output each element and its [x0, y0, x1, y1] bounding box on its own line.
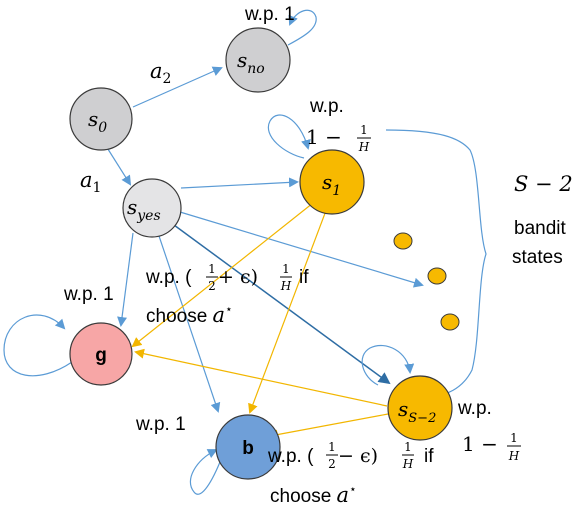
svg-text:sno: sno [237, 48, 265, 77]
svg-text:1: 1 [404, 440, 412, 454]
node-g-circle [69, 322, 133, 386]
svg-text:− ϵ): − ϵ) [338, 445, 378, 467]
edge-s0-sno [132, 66, 223, 108]
svg-text:2: 2 [328, 457, 336, 471]
label-bracket-count: S − 2 [514, 172, 573, 196]
edge-g-self [3, 314, 73, 377]
edge-s0-syes [105, 145, 132, 186]
svg-text:2: 2 [208, 279, 216, 293]
edge-syes-b [157, 232, 221, 413]
node-sno-circle [225, 27, 291, 93]
node-s1-label: s [322, 170, 332, 194]
node-syes-sub: yes [136, 208, 160, 224]
svg-text:1: 1 [360, 123, 368, 137]
label-prob-plus: w.p. ( 1 2 + ϵ) 1 H if choose a⋆ [145, 262, 309, 327]
edge-sS2-self [361, 344, 415, 386]
node-sS2-label: s [398, 397, 408, 421]
node-sno-sub: no [247, 61, 264, 77]
label-wp1-b: w.p. 1 [135, 414, 186, 435]
label-prob-s1: 1 − 1 H [306, 123, 371, 154]
node-b-label: b [242, 438, 254, 459]
node-s1: s1 [299, 149, 365, 215]
node-b-circle [215, 414, 281, 480]
svg-text:if: if [299, 267, 309, 288]
label-wp1-sno: w.p. 1 [244, 4, 295, 25]
bandit-bracket [385, 129, 487, 399]
svg-text:H: H [280, 279, 292, 293]
svg-text:w.p. (: w.p. ( [145, 267, 192, 288]
edge-s1-b [248, 207, 328, 414]
svg-text:H: H [358, 140, 370, 154]
label-bracket-l2: states [512, 247, 563, 268]
label-wp1-g: w.p. 1 [63, 284, 114, 305]
node-s0: s0 [69, 87, 133, 151]
edge-sS2-g [134, 348, 388, 407]
svg-text:1 −: 1 − [462, 432, 498, 456]
node-s0-circle [69, 87, 133, 151]
node-sno-label: s [237, 48, 247, 72]
svg-text:s0: s0 [88, 107, 107, 136]
svg-text:H: H [508, 449, 520, 463]
edge-syes-sS2 [173, 224, 391, 385]
label-a1: a1 [80, 168, 101, 196]
node-s1-circle [299, 149, 365, 215]
edge-s1-self [267, 114, 311, 159]
node-syes-label: s [127, 195, 137, 219]
svg-text:s1: s1 [322, 170, 341, 199]
svg-text:sS−2: sS−2 [398, 397, 436, 426]
svg-text:choose a⋆: choose a⋆ [270, 482, 357, 507]
label-a2: a2 [150, 59, 171, 87]
node-b: b [215, 414, 281, 480]
edge-syes-g [117, 232, 134, 327]
label-prob-sS2: 1 − 1 H [462, 431, 521, 463]
node-sS2: sS−2 [387, 375, 453, 441]
node-syes: syes [122, 178, 182, 238]
edge-syes-s1 [180, 177, 299, 189]
label-bracket-l1: bandit [514, 218, 566, 239]
bandit-dot-2 [427, 267, 447, 285]
svg-text:1: 1 [282, 262, 290, 276]
node-sS2-circle [387, 375, 453, 441]
node-s0-label: s [88, 107, 98, 131]
bandit-dot-1 [393, 232, 413, 250]
svg-text:syes: syes [127, 195, 161, 224]
svg-text:+ ϵ): + ϵ) [218, 266, 258, 288]
edge-sS2-b [268, 413, 389, 440]
node-s0-sub: 0 [98, 120, 107, 136]
label-wp-s1: w.p. [309, 96, 344, 117]
svg-text:w.p. (: w.p. ( [267, 446, 314, 467]
svg-text:1: 1 [328, 440, 336, 454]
svg-text:H: H [402, 457, 414, 471]
bandit-dot-3 [440, 313, 460, 331]
svg-text:choose a⋆: choose a⋆ [146, 302, 233, 327]
node-s1-sub: 1 [332, 183, 341, 199]
edge-syes-dot [179, 211, 424, 288]
edge-s1-g [131, 202, 314, 348]
bandit-dots [393, 232, 460, 331]
svg-text:if: if [424, 446, 434, 467]
node-sS2-sub: S−2 [408, 411, 436, 426]
label-wp-sS2: w.p. [457, 398, 492, 419]
svg-text:1: 1 [510, 431, 518, 445]
label-prob-minus: w.p. ( 1 2 − ϵ) 1 H if choose a⋆ [267, 440, 434, 507]
edge-b-self [189, 449, 221, 495]
edges [3, 9, 424, 495]
node-sno: sno [225, 27, 291, 93]
node-syes-circle [122, 178, 182, 238]
svg-text:1: 1 [208, 262, 216, 276]
node-g-label: g [95, 345, 107, 366]
svg-text:1 −: 1 − [306, 125, 342, 149]
node-g: g [69, 322, 133, 386]
edge-sno-self [287, 9, 317, 46]
